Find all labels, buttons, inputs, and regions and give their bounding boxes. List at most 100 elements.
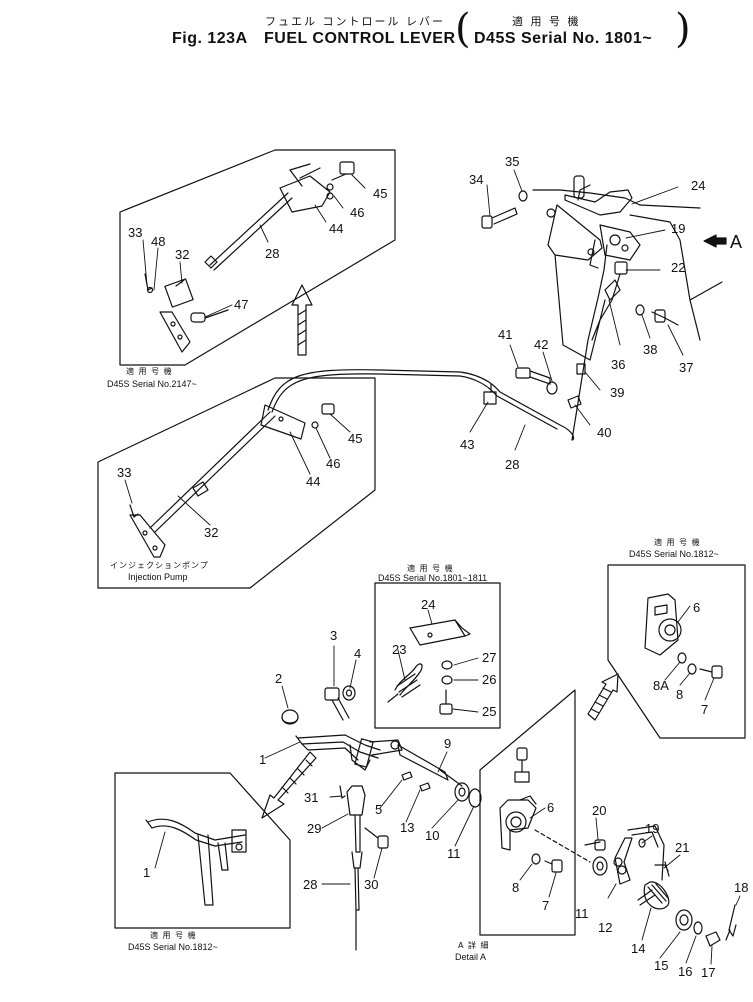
- callout-25: 25: [482, 704, 496, 719]
- callout-24: 24: [421, 597, 435, 612]
- open-paren: (: [455, 6, 471, 52]
- callout-11: 11: [447, 846, 461, 861]
- title-japanese: フュエル コントロール レバー: [265, 15, 445, 28]
- callout-9: 9: [444, 736, 451, 751]
- callout-17: 17: [701, 965, 715, 980]
- callout-46: 46: [326, 456, 340, 471]
- callout-33: 33: [117, 465, 131, 480]
- left-inset-applicable-jp: 適 用 号 機: [150, 930, 197, 940]
- view-marker-a: A: [730, 232, 742, 252]
- detail-a-frame: [479, 689, 576, 936]
- detail-a-parts: [499, 747, 591, 873]
- right-inset-frame: [607, 564, 746, 739]
- figure-number: Fig. 123A: [172, 30, 248, 47]
- engine-bracket: [532, 175, 723, 361]
- callout-38: 38: [643, 342, 657, 357]
- callout-45: 45: [348, 431, 362, 446]
- mid-inset-frame: [374, 582, 501, 729]
- callout-41: 41: [498, 327, 512, 342]
- callout-48: 48: [151, 234, 165, 249]
- callout-13: 13: [400, 820, 414, 835]
- callout-27: 27: [482, 650, 496, 665]
- callout-6: 6: [693, 600, 700, 615]
- right-inset-applicable-jp: 適 用 号 機: [654, 537, 701, 547]
- callout-36: 36: [611, 357, 625, 372]
- injection-pump-frame: [97, 377, 376, 589]
- injection-pump-label: Injection Pump: [128, 572, 188, 582]
- callout-8: 8: [512, 880, 519, 895]
- callout-34: 34: [469, 172, 483, 187]
- callout-35: 35: [505, 154, 519, 169]
- callout-42: 42: [534, 337, 548, 352]
- callout-33: 33: [128, 225, 142, 240]
- serial-range: D45S Serial No. 1801~: [474, 30, 653, 47]
- left-inset-lever: [145, 818, 247, 906]
- callout-40: 40: [597, 425, 611, 440]
- callout-32: 32: [204, 525, 218, 540]
- callout-26: 26: [482, 672, 496, 687]
- lower-right-parts: [584, 825, 737, 947]
- injection-pump-jp: インジェクションポンプ: [110, 561, 209, 570]
- callout-24: 24: [691, 178, 705, 193]
- callout-46: 46: [350, 205, 364, 220]
- callout-18: 18: [734, 880, 748, 895]
- right-inset-parts: [644, 593, 723, 679]
- callout-29: 29: [307, 821, 321, 836]
- callout-37: 37: [679, 360, 693, 375]
- callout-47: 47: [234, 297, 248, 312]
- callout-16: 16: [678, 964, 692, 979]
- mid-inset-serial: D45S Serial No.1801~1811: [378, 573, 487, 583]
- injection-pump-linkage: [129, 403, 335, 558]
- callout-43: 43: [460, 437, 474, 452]
- callout-4: 4: [354, 646, 361, 661]
- callout-19: 19: [671, 221, 685, 236]
- callout-31: 31: [304, 790, 318, 805]
- arrow-to-left-inset: [261, 751, 317, 819]
- callout-10: 10: [425, 828, 439, 843]
- callout-6: 6: [547, 800, 554, 815]
- callout-7: 7: [542, 898, 549, 913]
- bolt-37-washer-38: [635, 304, 679, 326]
- callout-3: 3: [330, 628, 337, 643]
- callout-28: 28: [303, 877, 317, 892]
- callout-12: 12: [598, 920, 612, 935]
- callout-22: 22: [671, 260, 685, 275]
- callout-8: 8: [676, 687, 683, 702]
- callout-44: 44: [329, 221, 343, 236]
- upper-inset-rod-assembly: [144, 161, 355, 353]
- leader-lines-upper: [142, 174, 366, 318]
- control-cable: [267, 244, 608, 441]
- callout-11: 11: [575, 906, 589, 921]
- left-inset-frame: [114, 772, 291, 929]
- callout-2: 2: [275, 671, 282, 686]
- applicable-japanese: 適 用 号 機: [512, 15, 581, 28]
- callout-45: 45: [373, 186, 387, 201]
- up-arrow: [291, 284, 313, 356]
- figure-title: FUEL CONTROL LEVER: [264, 30, 456, 47]
- callout-30: 30: [364, 877, 378, 892]
- callout-14: 14: [631, 941, 645, 956]
- mid-inset-parts: [387, 619, 471, 715]
- callout-28: 28: [265, 246, 279, 261]
- mid-inset-applicable-jp: 適 用 号 機: [407, 563, 454, 573]
- detail-a-jp: A 詳 細: [458, 940, 490, 950]
- callout-15: 15: [654, 958, 668, 973]
- left-inset-serial: D45S Serial No.1812~: [128, 942, 218, 952]
- detail-a-label: Detail A: [455, 952, 486, 962]
- view-a-arrow: [703, 234, 727, 248]
- main-lever-assembly: [281, 685, 482, 951]
- callout-32: 32: [175, 247, 189, 262]
- callout-19: 19: [645, 821, 659, 836]
- upper-inset-frame: [119, 149, 396, 366]
- callout-21: 21: [675, 840, 689, 855]
- callout-44: 44: [306, 474, 320, 489]
- callout-8a: 8A: [653, 678, 669, 693]
- callout-7: 7: [701, 702, 708, 717]
- callout-5: 5: [375, 802, 382, 817]
- callout-1: 1: [143, 865, 150, 880]
- arrow-to-right-inset: [587, 673, 619, 721]
- bolt-34: [481, 190, 528, 229]
- callout-20: 20: [592, 803, 606, 818]
